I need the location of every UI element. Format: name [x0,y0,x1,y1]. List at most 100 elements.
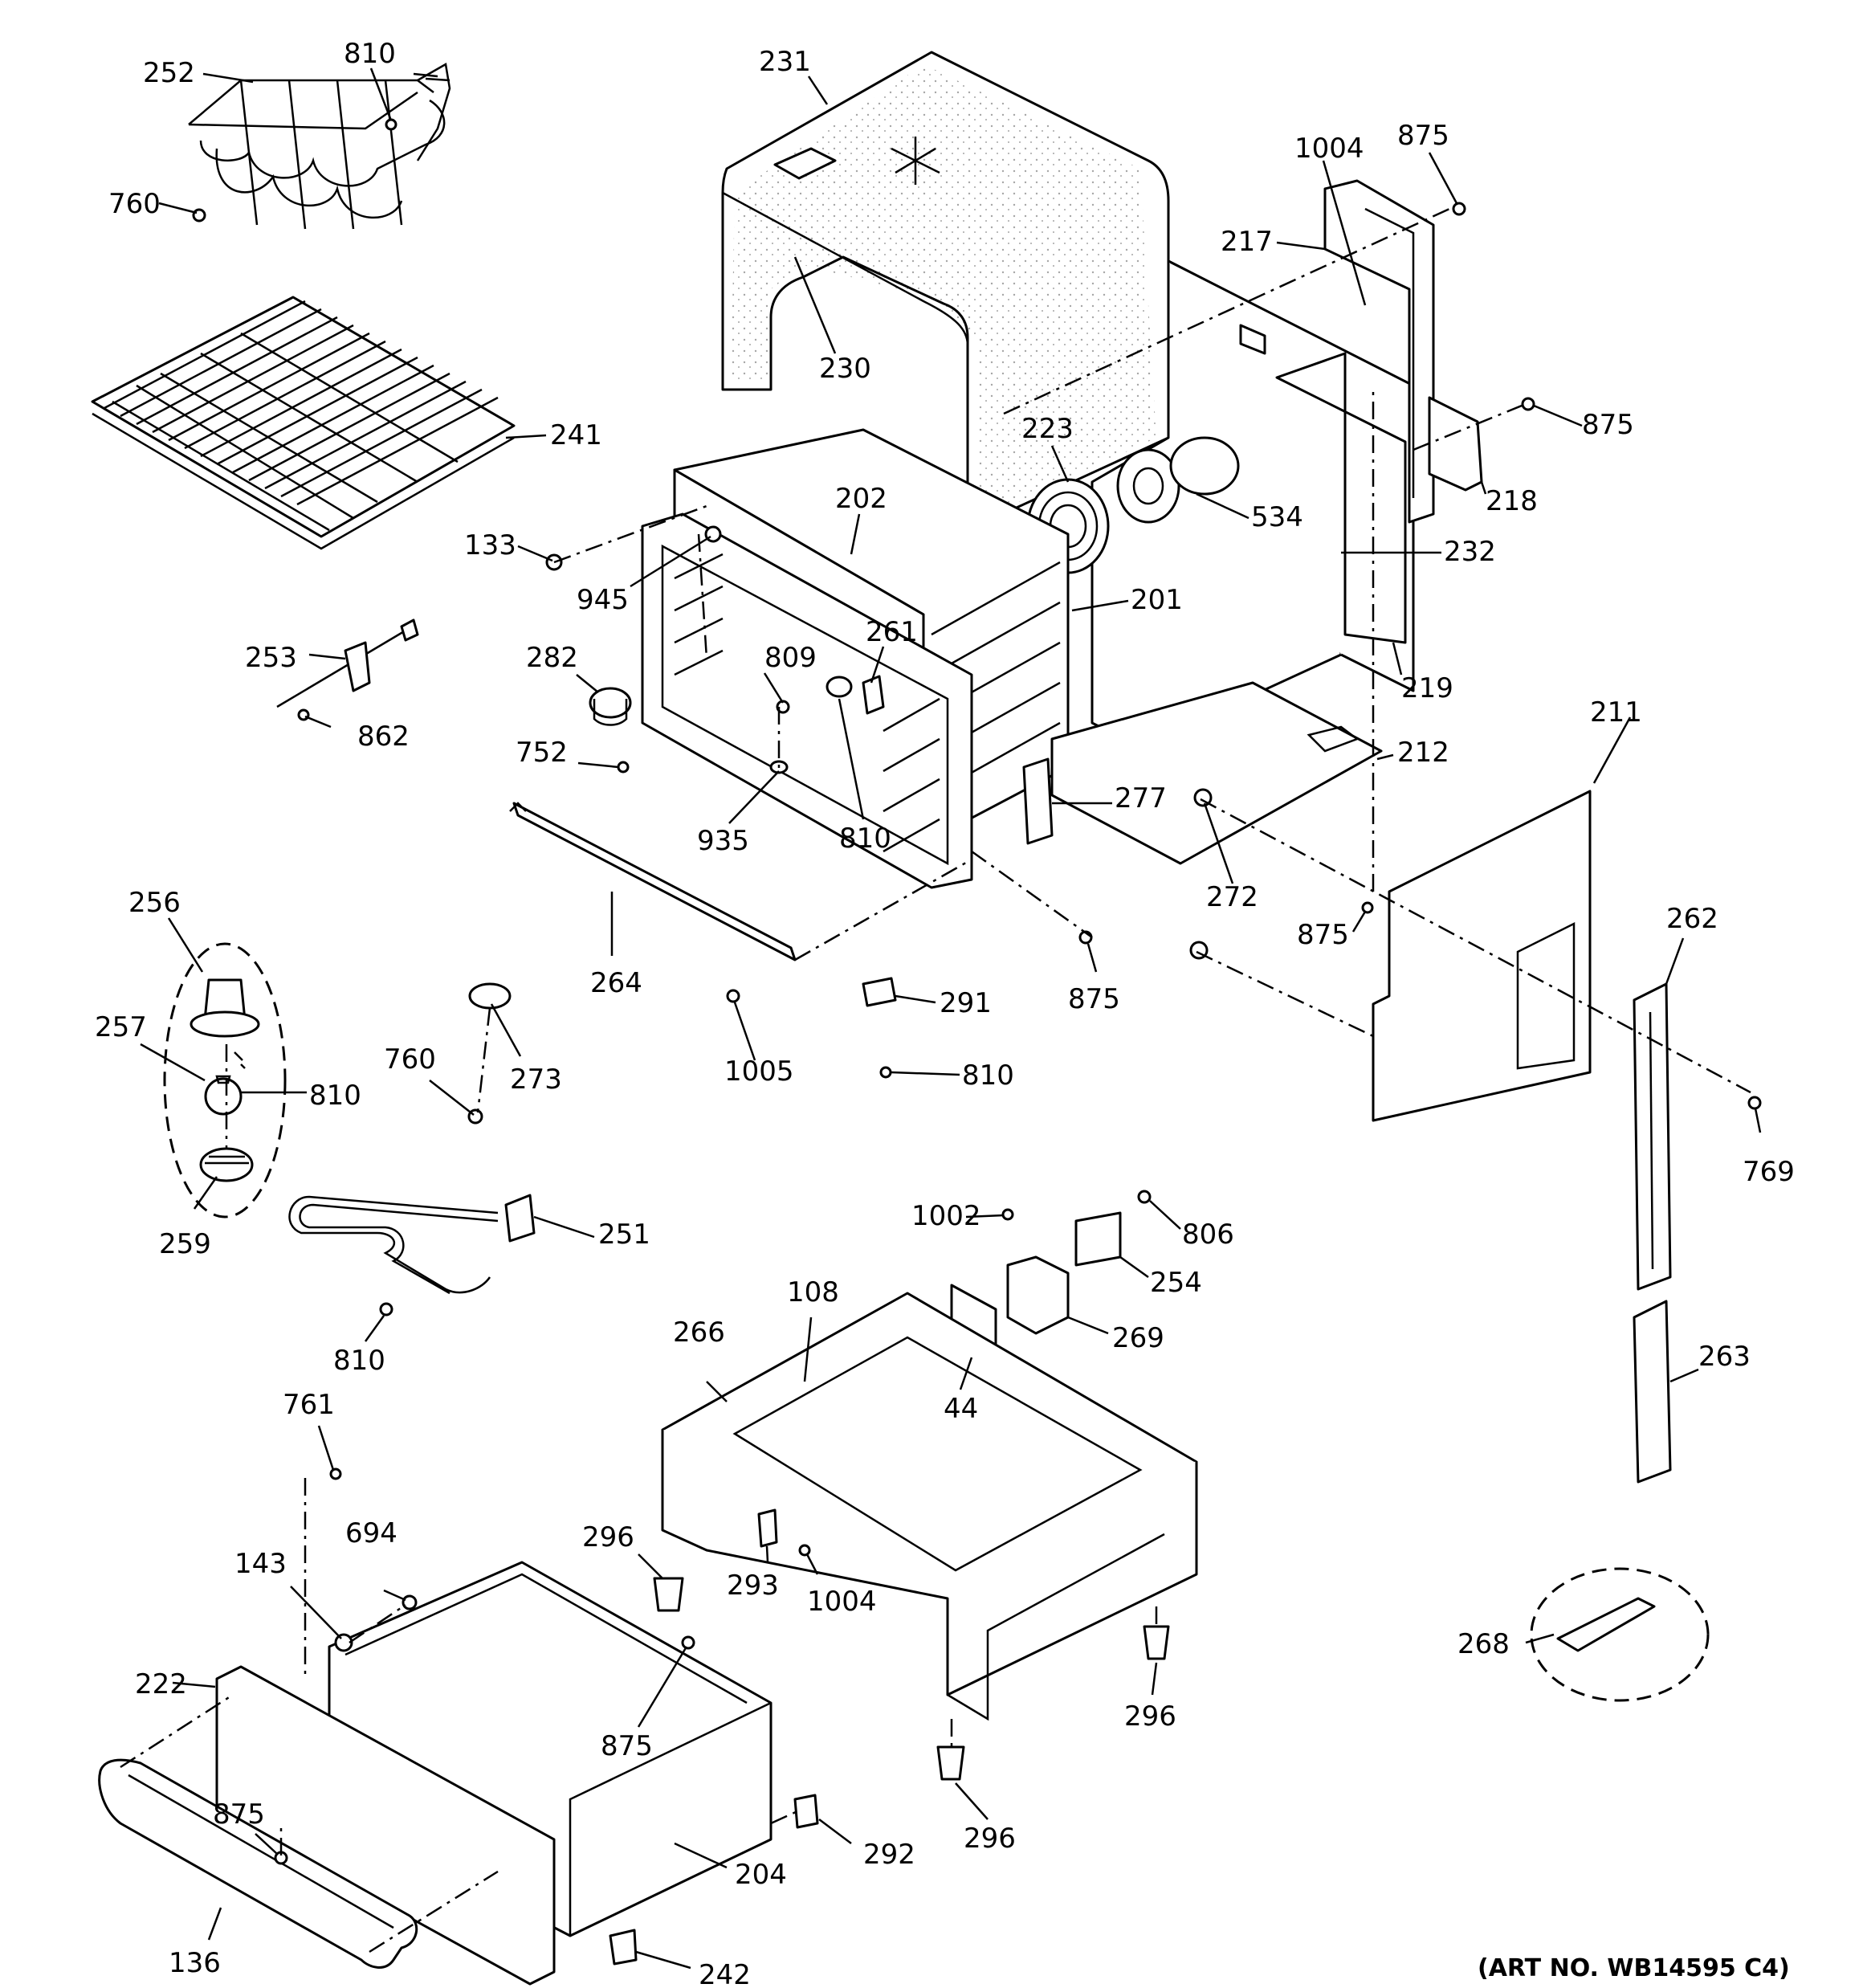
label-262: 262 [1666,903,1718,935]
trim-262 [1633,982,1672,1291]
outer-wrap-231 [721,51,1170,532]
label-875: 875 [1297,919,1349,951]
bracket-293 [757,1508,778,1548]
label-694: 694 [345,1517,397,1549]
label-269: 269 [1112,1322,1164,1354]
label-212: 212 [1397,737,1449,769]
label-242: 242 [699,1959,751,1988]
side-panel-211 [1372,790,1592,1122]
foot-296-center [936,1745,965,1781]
label-296: 296 [1124,1700,1176,1733]
label-296: 296 [582,1521,634,1553]
drawer-support-266 [661,1292,1198,1721]
label-253: 253 [245,642,297,674]
latch-261 [862,675,885,715]
label-264: 264 [590,967,642,999]
label-133: 133 [464,529,516,561]
label-277: 277 [1115,782,1167,814]
label-760: 760 [108,188,161,220]
screw-1005 [726,989,740,1003]
label-810: 810 [839,823,891,855]
label-251: 251 [598,1219,650,1251]
bake-element-251 [288,1194,536,1295]
label-809: 809 [764,642,817,674]
broil-element-252 [188,63,451,230]
clip-268 [1530,1567,1710,1702]
assembly-lines [120,207,1751,1953]
screw-875-drawer [681,1635,695,1650]
label-293: 293 [727,1570,779,1602]
label-1004: 1004 [807,1586,877,1618]
label-202: 202 [835,483,887,515]
label-272: 272 [1206,881,1258,913]
light-assembly-256 [163,942,287,1219]
label-810: 810 [333,1345,385,1377]
grommet-273 [468,982,512,1010]
foot-296-left [653,1577,684,1612]
label-143: 143 [234,1548,287,1580]
label-1004: 1004 [1294,133,1364,165]
clip-291 [862,977,897,1007]
label-268: 268 [1457,1628,1510,1660]
label-222: 222 [135,1668,187,1700]
label-291: 291 [940,987,992,1019]
label-875: 875 [1397,120,1449,152]
label-241: 241 [550,419,602,451]
trim-263 [1633,1300,1672,1484]
label-945: 945 [577,584,629,616]
screw-875-top [1452,202,1466,216]
callout-labels: 252 810 760 241 231 230 1004 875 217 875… [95,38,1795,1988]
knob-282 [589,687,632,726]
screw-810-291 [879,1066,892,1079]
label-266: 266 [673,1316,725,1349]
screw-810-251 [379,1302,393,1316]
grommet-143 [334,1633,353,1652]
label-201: 201 [1131,584,1183,616]
sensor-253 [276,618,419,708]
screw-761 [329,1468,342,1480]
label-44: 44 [944,1393,978,1425]
label-256: 256 [128,887,181,919]
screw-810-top [385,118,397,131]
label-534: 534 [1251,501,1303,533]
label-223: 223 [1021,413,1074,445]
label-292: 292 [863,1839,915,1871]
label-259: 259 [159,1228,211,1260]
hinge-277 [1022,757,1054,845]
label-232: 232 [1444,536,1496,568]
label-875: 875 [1068,983,1120,1015]
label-108: 108 [787,1276,839,1308]
motor-534 [1116,436,1240,524]
label-273: 273 [510,1063,562,1096]
screw-760-top [192,208,206,222]
screw-769 [1747,1096,1762,1110]
label-219: 219 [1401,672,1453,704]
label-252: 252 [143,57,195,89]
bracket-269 [1006,1255,1070,1335]
art-number: (ART NO. WB14595 C4) [1478,1954,1790,1982]
label-211: 211 [1590,696,1642,729]
screw-875-sidepanel [1361,901,1374,914]
label-217: 217 [1221,226,1273,258]
label-935: 935 [697,825,749,857]
foot-296-right [1143,1625,1170,1660]
label-875: 875 [601,1730,653,1762]
label-257: 257 [95,1011,147,1043]
rail-264 [509,802,797,961]
bulb-810 [826,676,853,698]
terminal-block-254 [1074,1211,1122,1267]
label-752: 752 [516,737,568,769]
bracket-217 [1323,179,1435,524]
label-230: 230 [819,353,871,385]
label-761: 761 [283,1389,335,1421]
label-282: 282 [526,642,578,674]
oven-rack-241 [91,296,516,550]
label-760: 760 [384,1043,436,1076]
screw-694 [402,1594,418,1610]
label-806: 806 [1182,1219,1234,1251]
label-1005: 1005 [724,1055,794,1088]
oven-bottom-212 [1050,681,1383,865]
label-136: 136 [169,1947,221,1979]
label-261: 261 [866,616,918,648]
